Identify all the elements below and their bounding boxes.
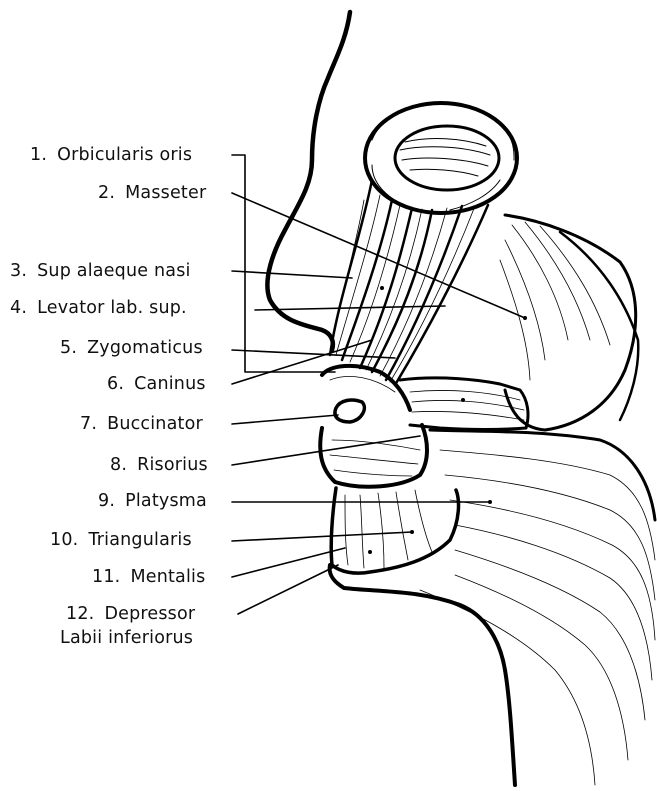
label-zygomaticus: 5.Zygomaticus — [60, 338, 203, 358]
label-depressor-line2: Labii inferiorus — [60, 628, 195, 648]
leader-line-8 — [232, 436, 420, 465]
leader-dots — [368, 286, 527, 554]
label-orbicularis-oris: 1.Orbicularis oris — [30, 145, 192, 165]
label-masseter: 2.Masseter — [98, 183, 206, 203]
leader-line-5 — [232, 350, 395, 358]
masseter-muscle — [500, 215, 638, 430]
muscle-fiber-texture — [332, 195, 475, 382]
orbicularis-oris-ring — [365, 103, 517, 213]
leader-line-10 — [232, 532, 412, 541]
label-triangularis: 10.Triangularis — [50, 530, 192, 550]
face-profile-outline — [267, 12, 350, 350]
label-caninus: 6.Caninus — [107, 374, 206, 394]
label-sup-alaeque-nasi: 3.Sup alaeque nasi — [10, 261, 191, 281]
chin-outline — [330, 565, 515, 785]
label-risorius: 8.Risorius — [110, 455, 208, 475]
label-levator-lab-sup: 4.Levator lab. sup. — [10, 298, 187, 318]
chin-muscles — [331, 488, 458, 573]
platysma-muscle — [420, 430, 655, 785]
leader-line-11 — [232, 548, 345, 577]
leader-line-7 — [232, 415, 338, 424]
leader-line-1 — [232, 155, 335, 372]
label-mentalis: 11.Mentalis — [92, 567, 205, 587]
label-depressor-labii-inferiorus: 12.Depressor Labii inferiorus — [66, 604, 195, 648]
leader-line-6 — [232, 340, 372, 384]
leader-line-2 — [232, 193, 525, 318]
label-buccinator: 7.Buccinator — [80, 414, 203, 434]
label-platysma: 9.Platysma — [98, 491, 207, 511]
leader-line-3 — [232, 271, 352, 278]
